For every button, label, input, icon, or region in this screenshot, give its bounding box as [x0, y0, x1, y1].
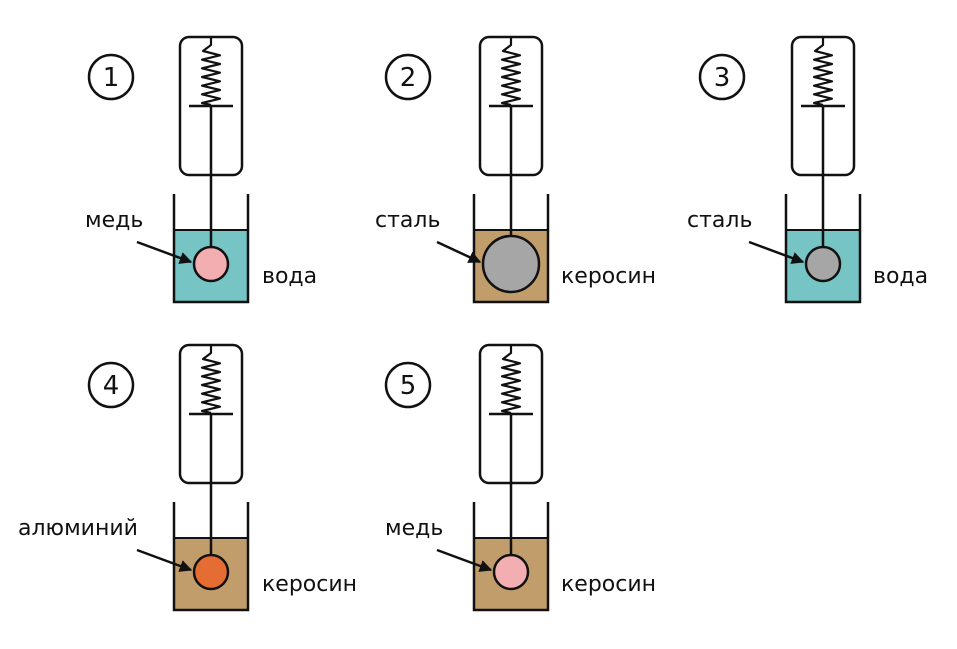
liquid-label: керосин: [561, 264, 656, 289]
setup-number: 4: [103, 371, 120, 401]
beaker: [784, 194, 862, 304]
setup-number: 5: [400, 371, 417, 401]
setup-3: 3 сталь вода: [687, 35, 928, 304]
spring-icon: [200, 345, 222, 415]
setup-5: 5 медь керосин: [384, 343, 656, 612]
material-label: медь: [385, 516, 443, 541]
material-label: медь: [85, 208, 143, 233]
spring-icon: [500, 37, 522, 107]
pointer-arrow: [436, 240, 482, 264]
liquid-label: керосин: [262, 572, 357, 597]
setup-number-circle: [384, 53, 432, 101]
liquid-label: вода: [262, 264, 317, 289]
beaker: [172, 502, 250, 612]
beaker: [472, 502, 550, 612]
spring-icon: [500, 345, 522, 415]
beaker: [472, 194, 550, 304]
ball-steel: [804, 245, 842, 283]
setup-number-circle: [698, 53, 746, 101]
setup-1: 1 медь вода: [85, 35, 317, 304]
material-label: алюминий: [18, 516, 138, 541]
setup-number-circle: [87, 53, 135, 101]
pointer-arrow: [748, 240, 805, 264]
setup-number: 2: [400, 63, 417, 93]
spring-icon: [200, 37, 222, 107]
setup-number: 3: [714, 63, 731, 93]
liquid-label: вода: [873, 264, 928, 289]
pointer-arrow: [436, 548, 493, 572]
setup-number: 1: [103, 63, 120, 93]
liquid-label: керосин: [561, 572, 656, 597]
setup-2: 2 сталь керосин: [375, 35, 656, 304]
pointer-arrow: [136, 240, 193, 264]
beaker: [172, 194, 250, 304]
setup-number-circle: [384, 361, 432, 409]
setup-4: 4 алюминий керосин: [18, 343, 357, 612]
ball-copper: [492, 553, 530, 591]
ball-aluminum: [192, 553, 230, 591]
ball-copper: [192, 245, 230, 283]
spring-icon: [812, 37, 834, 107]
setup-number-circle: [87, 361, 135, 409]
ball-steel: [481, 234, 541, 294]
material-label: сталь: [375, 208, 440, 233]
pointer-arrow: [136, 548, 193, 572]
material-label: сталь: [687, 208, 752, 233]
